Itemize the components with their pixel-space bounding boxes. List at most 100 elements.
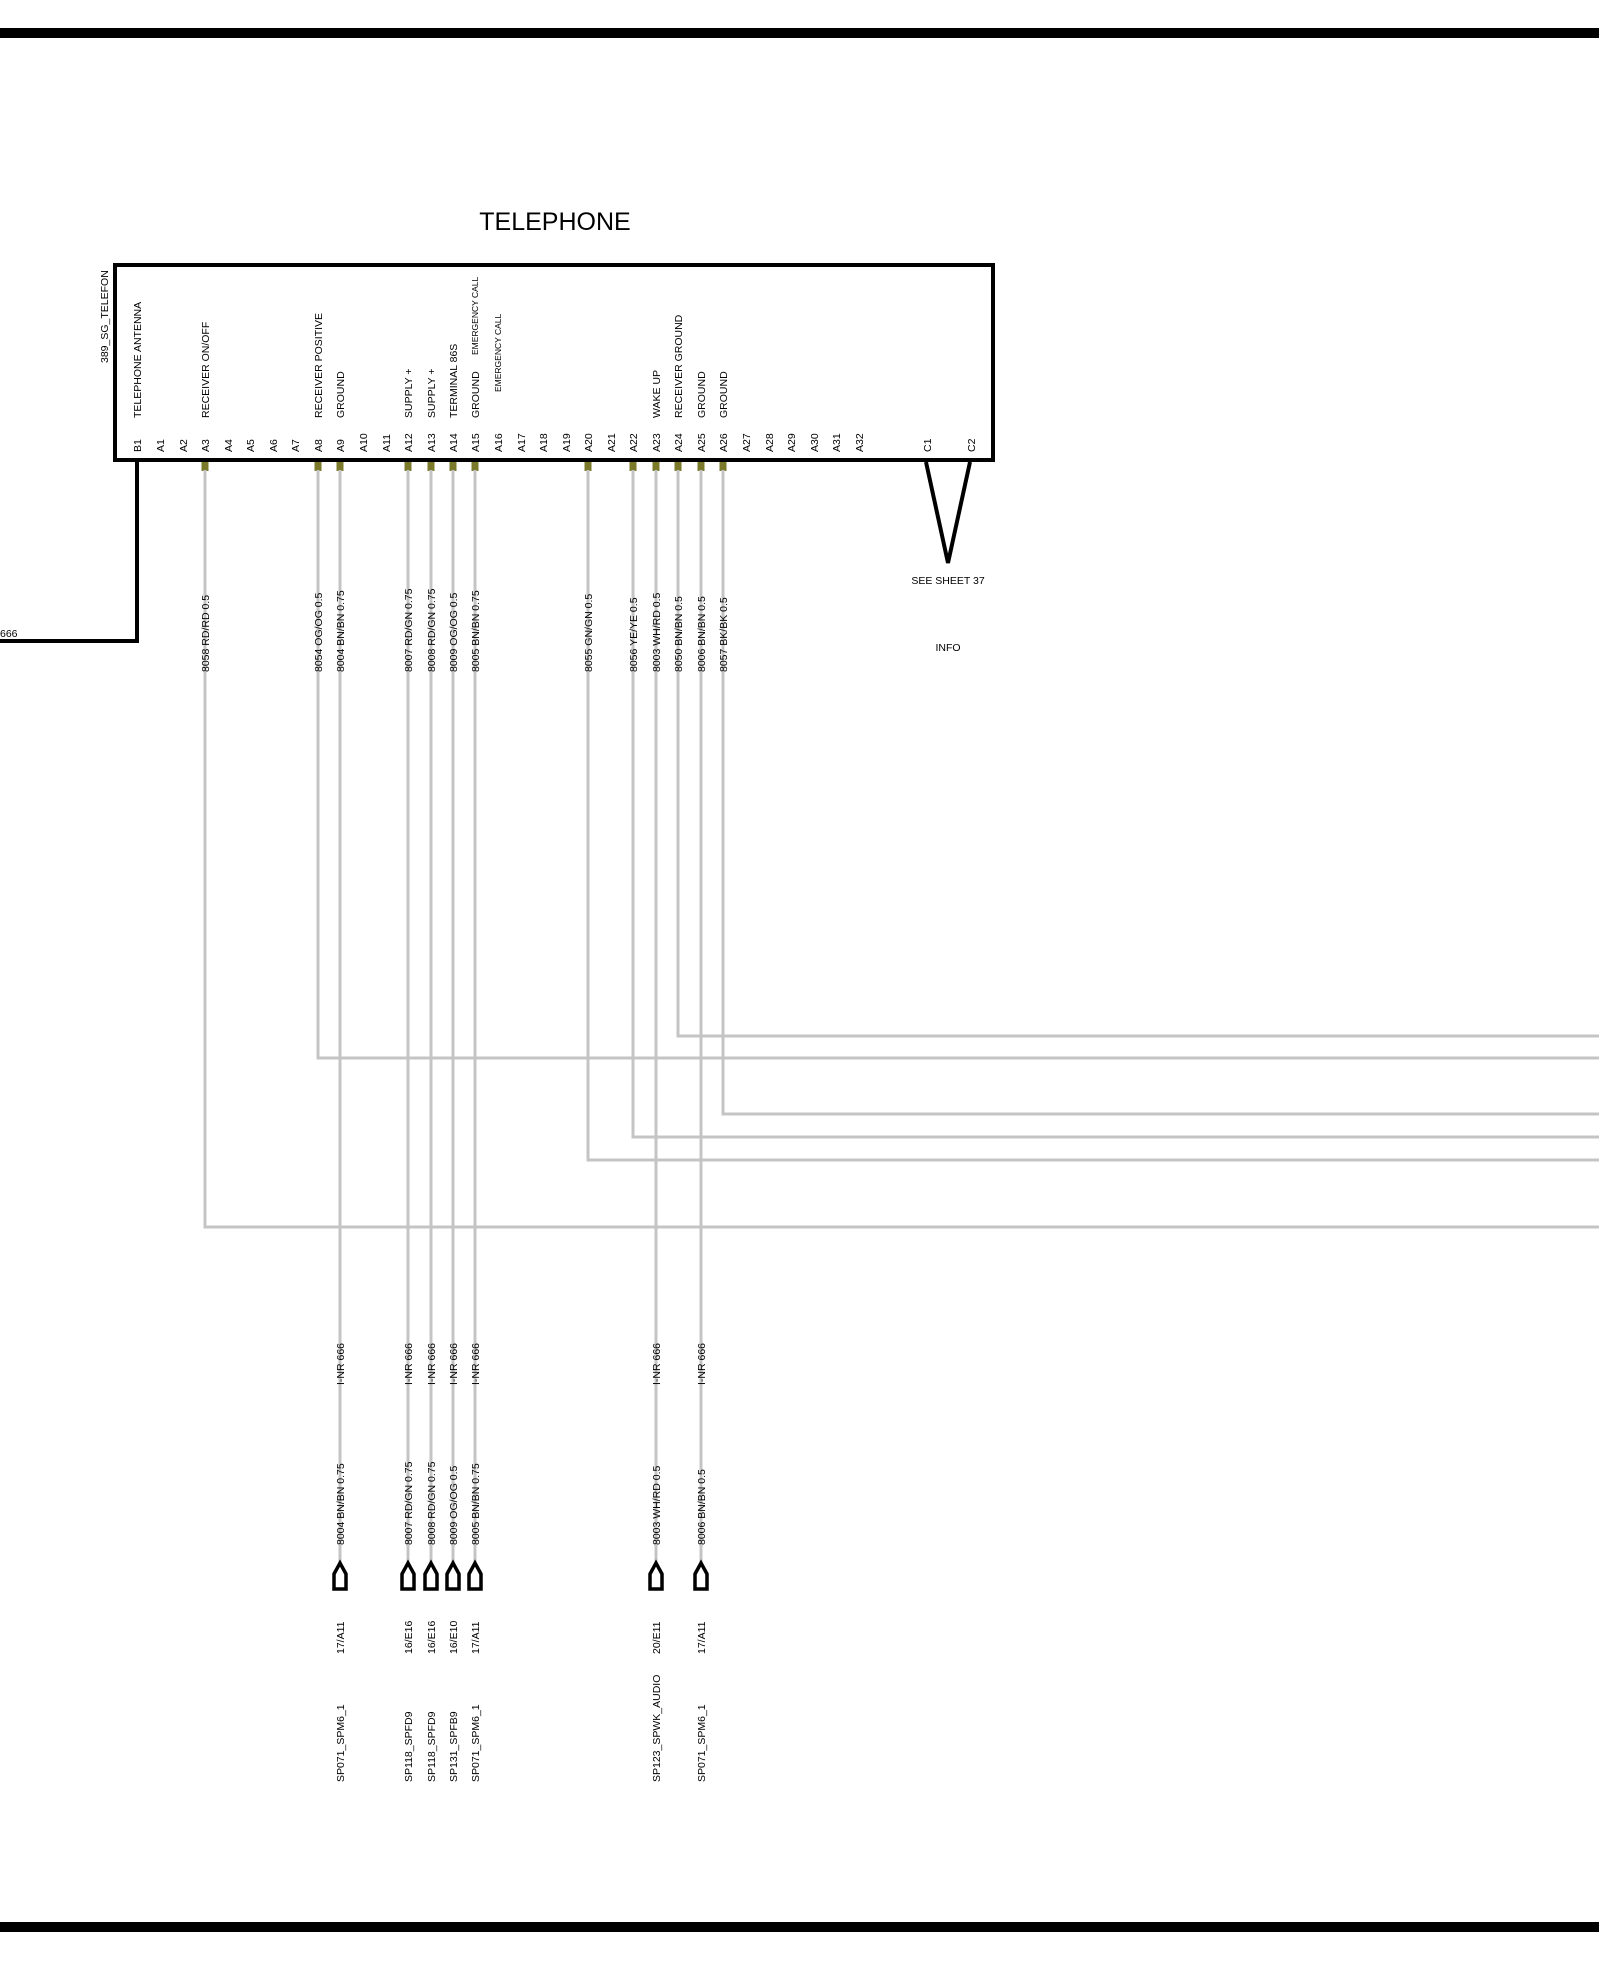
pin-label: A22 bbox=[628, 433, 640, 452]
pin-label: A9 bbox=[335, 439, 347, 452]
wire-a3: 8058 RD/RD 0.5 bbox=[200, 462, 1599, 1229]
sheet-ref-label: 16/E16 bbox=[426, 1621, 438, 1654]
pin-terminal bbox=[449, 462, 457, 471]
wire-line bbox=[203, 470, 1599, 1229]
pin-function-label: SUPPLY + bbox=[426, 368, 438, 418]
pin-function-label: WAKE UP bbox=[651, 370, 663, 418]
inr-label: I-NR 666 bbox=[403, 1343, 415, 1385]
pin-label: A20 bbox=[583, 433, 595, 452]
pin-function-label: RECEIVER POSITIVE bbox=[313, 313, 325, 418]
connector-symbol bbox=[445, 1559, 461, 1591]
pin-label: A5 bbox=[245, 439, 257, 452]
wire-label: 8006 BN/BN 0.5 bbox=[696, 596, 708, 672]
pin-function-label: RECEIVER GROUND bbox=[673, 314, 685, 418]
pin-terminal bbox=[336, 462, 344, 471]
destination-label: SP118_SPFD9 bbox=[403, 1711, 415, 1782]
connector-symbol bbox=[467, 1559, 483, 1591]
pin-a8: A8 RECEIVER POSITIVE bbox=[313, 313, 325, 452]
antenna-lead bbox=[0, 460, 139, 643]
pin-terminal bbox=[719, 462, 727, 471]
pin-a32: A32 bbox=[854, 433, 866, 452]
pin-terminal bbox=[697, 462, 705, 471]
pin-function-label: SUPPLY + bbox=[403, 368, 415, 418]
pin-a31: A31 bbox=[831, 433, 843, 452]
sheet-ref-label: 17/A11 bbox=[470, 1621, 482, 1654]
wire-label: 8007 RD/GN 0.75 bbox=[403, 588, 415, 672]
inr-label: I-NR 666 bbox=[470, 1343, 482, 1385]
pin-function-label: RECEIVER ON/OFF bbox=[200, 322, 212, 418]
pin-label: A21 bbox=[606, 433, 618, 452]
pin-label: A18 bbox=[538, 433, 550, 452]
pin-a28: A28 bbox=[764, 433, 776, 452]
connector-symbol bbox=[400, 1559, 416, 1591]
pin-label: A1 bbox=[155, 439, 167, 452]
pin-label: A15 bbox=[470, 433, 482, 452]
sheet-ref-label: 16/E10 bbox=[448, 1621, 460, 1654]
component-title: TELEPHONE bbox=[479, 208, 630, 236]
destination-label: SP071_SPM6_1 bbox=[335, 1704, 347, 1782]
inr-label: I-NR 666 bbox=[651, 1343, 663, 1385]
wire-label-lower: 8004 BN/BN 0.75 bbox=[335, 1463, 347, 1545]
wire-label-lower: 8007 RD/GN 0.75 bbox=[403, 1461, 415, 1545]
pin-label: A23 bbox=[651, 433, 663, 452]
top-border bbox=[0, 28, 1599, 38]
wire-label: 8050 BN/BN 0.5 bbox=[673, 596, 685, 672]
component-box bbox=[113, 263, 995, 462]
pin-a20: A20 bbox=[583, 433, 595, 452]
pin-a6: A6 bbox=[268, 439, 280, 452]
wire-label-lower: 8006 BN/BN 0.5 bbox=[696, 1469, 708, 1545]
pin-label: A8 bbox=[313, 439, 325, 452]
wire-line bbox=[316, 470, 1599, 1060]
component-id-label: 389_SG_TELEFON bbox=[99, 270, 111, 363]
destination-label: SP123_SPWK_AUDIO bbox=[651, 1675, 663, 1782]
pin-a7: A7 bbox=[290, 439, 302, 452]
pin-label: A16 bbox=[493, 433, 505, 452]
destination-label: SP071_SPM6_1 bbox=[696, 1704, 708, 1782]
pin-a5: A5 bbox=[245, 439, 257, 452]
pin-a11: A11 bbox=[381, 434, 393, 452]
pin-label: A7 bbox=[290, 439, 302, 452]
pin-function-label: GROUND bbox=[718, 371, 730, 418]
pin-label: A2 bbox=[178, 439, 190, 452]
connector-symbol bbox=[423, 1559, 439, 1591]
wire-line bbox=[676, 470, 1599, 1038]
pin-a19: A19 bbox=[561, 433, 573, 452]
wire-label: 8008 RD/GN 0.75 bbox=[426, 588, 438, 672]
pin-a27: A27 bbox=[741, 433, 753, 452]
pin-label: A6 bbox=[268, 439, 280, 452]
wire-line bbox=[586, 470, 1599, 1162]
pin-a29: A29 bbox=[786, 433, 798, 452]
pin-terminal bbox=[404, 462, 412, 471]
pin-label: A31 bbox=[831, 433, 843, 452]
info-label: INFO bbox=[935, 642, 960, 654]
pin-function-label: TELEPHONE ANTENNA bbox=[132, 302, 144, 418]
pin-a17: A17 bbox=[516, 433, 528, 452]
pin-function-label: TERMINAL 86S bbox=[448, 344, 460, 418]
wire-a26: 8057 BK/BK 0.5 bbox=[718, 462, 1599, 1116]
see-sheet-label: SEE SHEET 37 bbox=[911, 575, 985, 587]
pin-label: A30 bbox=[809, 433, 821, 452]
pin-label: A32 bbox=[854, 433, 866, 452]
pin-terminal bbox=[314, 462, 322, 471]
pin-a4: A4 bbox=[223, 439, 235, 452]
pin-c1: C1 bbox=[922, 438, 934, 452]
shield-connection bbox=[924, 461, 972, 564]
pin-a21: A21 bbox=[606, 433, 618, 452]
pin-label: A10 bbox=[358, 433, 370, 452]
pin-label: A19 bbox=[561, 433, 573, 452]
pin-a2: A2 bbox=[178, 439, 190, 452]
pin-a1: A1 bbox=[155, 439, 167, 452]
sheet-ref-label: 17/A11 bbox=[335, 1621, 347, 1654]
connector-symbol bbox=[648, 1559, 664, 1591]
wire-label: 8004 BN/BN 0.75 bbox=[335, 590, 347, 672]
